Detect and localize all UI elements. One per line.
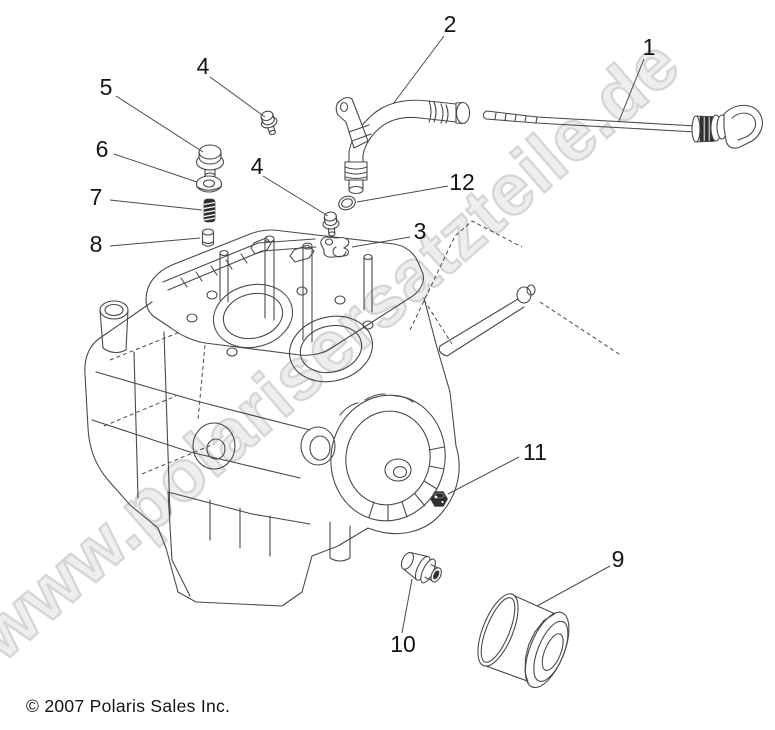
callout-labels: 1 2 4 5 6 7 8 4 12 3 11 9 10	[90, 11, 656, 657]
part-flange-bolt-lower	[322, 211, 340, 237]
callout-7: 7	[90, 184, 103, 210]
engine-illustration	[84, 220, 623, 607]
engine-dipstick-tube	[438, 284, 536, 357]
callout-12: 12	[449, 169, 475, 195]
engine-deck	[145, 229, 424, 356]
part-washer	[195, 175, 223, 193]
engine-top-rail	[162, 238, 317, 291]
part-drain-plug	[400, 551, 442, 584]
leader-line	[536, 565, 611, 607]
callout-4-lower: 4	[251, 153, 264, 179]
callout-5: 5	[100, 74, 113, 100]
deck-bolt-holes	[186, 286, 374, 357]
leader-line	[262, 175, 329, 217]
callout-10: 10	[390, 631, 416, 657]
leader-line	[109, 237, 201, 247]
callout-8: 8	[90, 231, 103, 257]
leader-line	[401, 578, 413, 634]
leader-line	[113, 153, 198, 183]
callout-3: 3	[414, 218, 427, 244]
callout-6: 6	[96, 136, 109, 162]
case-openings	[192, 422, 336, 470]
engine-studs	[219, 235, 373, 343]
part-oil-fill-tube	[335, 96, 471, 195]
leader-line	[392, 35, 445, 105]
leader-line	[115, 95, 204, 153]
leader-line	[618, 58, 645, 122]
part-pin	[201, 228, 215, 247]
fill-tube-bracket	[335, 96, 372, 149]
flywheel	[330, 393, 446, 522]
callout-4-upper: 4	[197, 53, 210, 79]
callout-1: 1	[643, 34, 656, 60]
callout-11: 11	[523, 439, 547, 465]
cylinder-bores	[212, 283, 374, 383]
copyright-text: © 2007 Polaris Sales Inc.	[26, 696, 231, 716]
part-spring	[203, 198, 216, 223]
engine-left-boss	[99, 300, 129, 354]
leader-line	[209, 76, 266, 118]
leader-line	[351, 236, 411, 248]
dipstick-handle	[691, 104, 763, 149]
part-clamp-bracket	[320, 236, 350, 258]
callout-2: 2	[444, 11, 457, 37]
part-flange-bolt-upper	[260, 110, 278, 136]
leader-line	[447, 456, 520, 495]
part-dipstick	[482, 104, 763, 149]
part-nut	[430, 491, 448, 507]
leader-lines	[109, 35, 645, 634]
leader-line	[109, 199, 203, 211]
callout-9: 9	[612, 546, 625, 572]
part-oil-filter	[477, 593, 570, 689]
engine-hidden-lines	[103, 220, 623, 475]
part-o-ring	[338, 195, 356, 211]
leader-line	[356, 185, 449, 203]
